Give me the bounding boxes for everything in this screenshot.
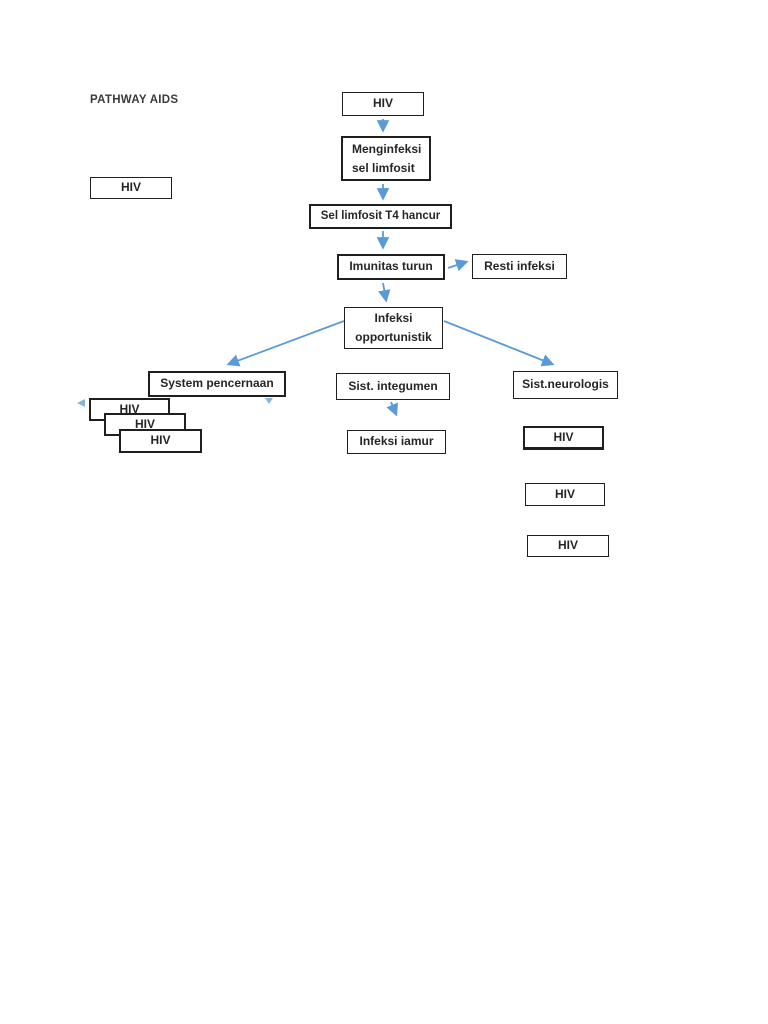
arrow-infeksi-to-neurologis (443, 320, 555, 367)
arrowhead-fragment-down-icon (265, 398, 273, 404)
arrow-integumen-to-iamur (386, 401, 399, 417)
node-hiv-right-3: HIV (527, 535, 609, 557)
arrow-infeksi-to-pencernaan (226, 320, 345, 367)
node-resti-infeksi: Resti infeksi (472, 254, 567, 279)
node-hiv-right-2: HIV (525, 483, 605, 506)
node-menginfeksi-line2: sel limfosit (352, 160, 415, 175)
node-hiv-right-1: HIV (523, 426, 604, 450)
node-menginfeksi-line1: Menginfeksi (352, 141, 422, 156)
node-infeksi-line2: opportunistik (355, 330, 432, 344)
node-sist-integumen: Sist. integumen (336, 373, 450, 400)
node-infeksi-line1: Infeksi (374, 311, 413, 326)
node-infeksi-opportunistik: Infeksi opportunistik (344, 307, 443, 349)
node-sist-neurologis: Sist.neurologis (513, 371, 618, 399)
node-system-pencernaan: System pencernaan (148, 371, 286, 397)
node-infeksi-iamur: Infeksi iamur (347, 430, 446, 454)
page-title: PATHWAY AIDS (90, 94, 179, 106)
node-hiv-stack-3: HIV (119, 429, 202, 453)
node-sel-limfosit-t4-hancur: Sel limfosit T4 hancur (309, 204, 452, 229)
node-hiv-left: HIV (90, 177, 172, 199)
node-hiv-top: HIV (342, 92, 424, 116)
arrowhead-fragment-left-icon (77, 399, 85, 407)
arrow-imunitas-to-infeksi (378, 282, 391, 303)
node-menginfeksi-sel-limfosit: Menginfeksi sel limfosit (341, 136, 431, 181)
node-imunitas-turun: Imunitas turun (337, 254, 445, 280)
arrow-imunitas-to-resti (447, 259, 469, 272)
